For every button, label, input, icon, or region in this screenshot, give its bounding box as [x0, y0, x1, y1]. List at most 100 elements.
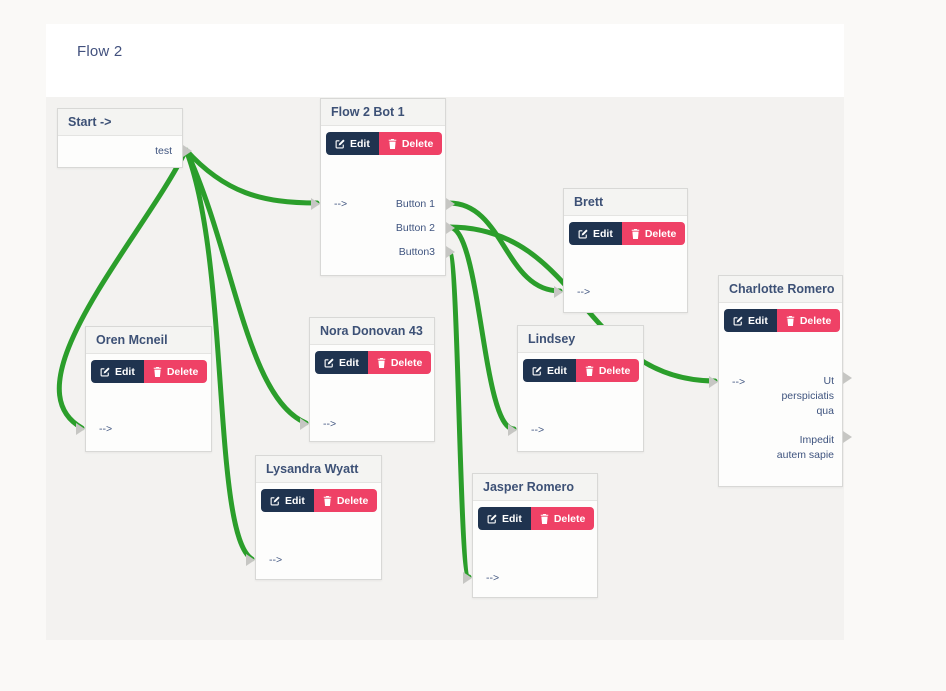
output-port-label: Button3 [398, 246, 435, 258]
edit-button[interactable]: Edit [523, 359, 576, 382]
node-title: Brett [564, 189, 687, 216]
edit-button[interactable]: Edit [261, 489, 314, 512]
output-port-label: Impedit autem sapie [776, 434, 834, 461]
delete-button[interactable]: Delete [530, 507, 595, 530]
edit-icon [324, 358, 334, 367]
delete-icon [786, 315, 795, 326]
output-port-label: Ut perspiciatis qua [781, 375, 834, 417]
node-actions: Edit Delete [478, 507, 595, 530]
connection-flow2bot1-lindsey[interactable] [446, 224, 517, 432]
delete-icon [323, 495, 332, 506]
output-row: Button 2 [321, 216, 455, 240]
delete-button[interactable]: Delete [575, 359, 640, 382]
edit-button-label: Edit [748, 314, 768, 327]
edit-button[interactable]: Edit [569, 222, 622, 245]
output-row: Button 1 [321, 192, 455, 216]
connection-start-nora[interactable] [183, 147, 309, 426]
input-connector[interactable] [311, 198, 320, 210]
edit-icon [100, 367, 110, 376]
connection-start-oren[interactable] [56, 147, 189, 431]
output-row: Ut perspiciatis qua [772, 370, 852, 419]
edit-button[interactable]: Edit [724, 309, 777, 332]
delete-icon [585, 365, 594, 376]
flow-header-panel: Flow 2 [46, 24, 844, 98]
connection-start-flow2bot1[interactable] [183, 147, 320, 206]
delete-icon [153, 366, 162, 377]
delete-button-label: Delete [166, 365, 199, 378]
delete-button[interactable]: Delete [367, 351, 432, 374]
delete-icon [631, 228, 640, 239]
output-row: Button3 [321, 240, 455, 264]
edit-button[interactable]: Edit [326, 132, 379, 155]
output-row: Impedit autem sapie [772, 429, 852, 463]
node-title: Charlotte Romero [719, 276, 842, 303]
edit-button-label: Edit [593, 227, 613, 240]
delete-button[interactable]: Delete [378, 132, 443, 155]
node-title: Lindsey [518, 326, 643, 353]
input-connector[interactable] [463, 572, 472, 584]
edit-icon [733, 316, 743, 325]
delete-button[interactable]: Delete [313, 489, 378, 512]
input-port-label: --> [99, 423, 113, 435]
node-actions: Edit Delete [523, 359, 640, 382]
input-connector[interactable] [554, 286, 563, 298]
input-connector[interactable] [246, 554, 255, 566]
node-actions: Edit Delete [569, 222, 686, 245]
connection-flow2bot1-jasper[interactable] [446, 248, 472, 580]
input-port-label: --> [269, 554, 283, 566]
connection-flow2bot1-brett[interactable] [446, 200, 563, 294]
delete-icon [377, 357, 386, 368]
input-connector[interactable] [76, 423, 85, 435]
output-connector[interactable] [446, 222, 455, 234]
output-connector[interactable] [183, 145, 192, 157]
delete-button-label: Delete [390, 356, 423, 369]
edit-icon [578, 229, 588, 238]
input-port-label: --> [323, 418, 337, 430]
delete-button[interactable]: Delete [143, 360, 208, 383]
edit-button-label: Edit [547, 364, 567, 377]
edit-button-label: Edit [115, 365, 135, 378]
edit-icon [270, 496, 280, 505]
output-connector[interactable] [843, 431, 852, 443]
output-connector[interactable] [843, 372, 852, 384]
input-connector[interactable] [300, 418, 309, 430]
output-port-label: test [155, 145, 172, 157]
edit-button-label: Edit [502, 512, 522, 525]
edit-button[interactable]: Edit [478, 507, 531, 530]
edit-icon [487, 514, 497, 523]
edit-button[interactable]: Edit [91, 360, 144, 383]
output-connector[interactable] [446, 246, 455, 258]
output-connector[interactable] [446, 198, 455, 210]
node-title: Oren Mcneil [86, 327, 211, 354]
edit-icon [335, 139, 345, 148]
delete-button-label: Delete [799, 314, 832, 327]
delete-button[interactable]: Delete [621, 222, 686, 245]
input-port-label: --> [577, 286, 591, 298]
input-connector[interactable] [709, 376, 718, 388]
edit-button-label: Edit [339, 356, 359, 369]
delete-button-label: Delete [336, 494, 369, 507]
node-actions: Edit Delete [724, 309, 841, 332]
node-start[interactable]: Start ->test [57, 108, 192, 168]
input-connector[interactable] [508, 424, 517, 436]
node-actions: Edit Delete [261, 489, 378, 512]
node-actions: Edit Delete [91, 360, 208, 383]
connection-start-lysandra[interactable] [183, 147, 255, 562]
input-port-label: --> [531, 424, 545, 436]
input-port-label: --> [334, 198, 348, 210]
input-port-label: --> [732, 376, 746, 388]
outputs-container: test [58, 139, 192, 163]
edit-button[interactable]: Edit [315, 351, 368, 374]
delete-button[interactable]: Delete [776, 309, 841, 332]
